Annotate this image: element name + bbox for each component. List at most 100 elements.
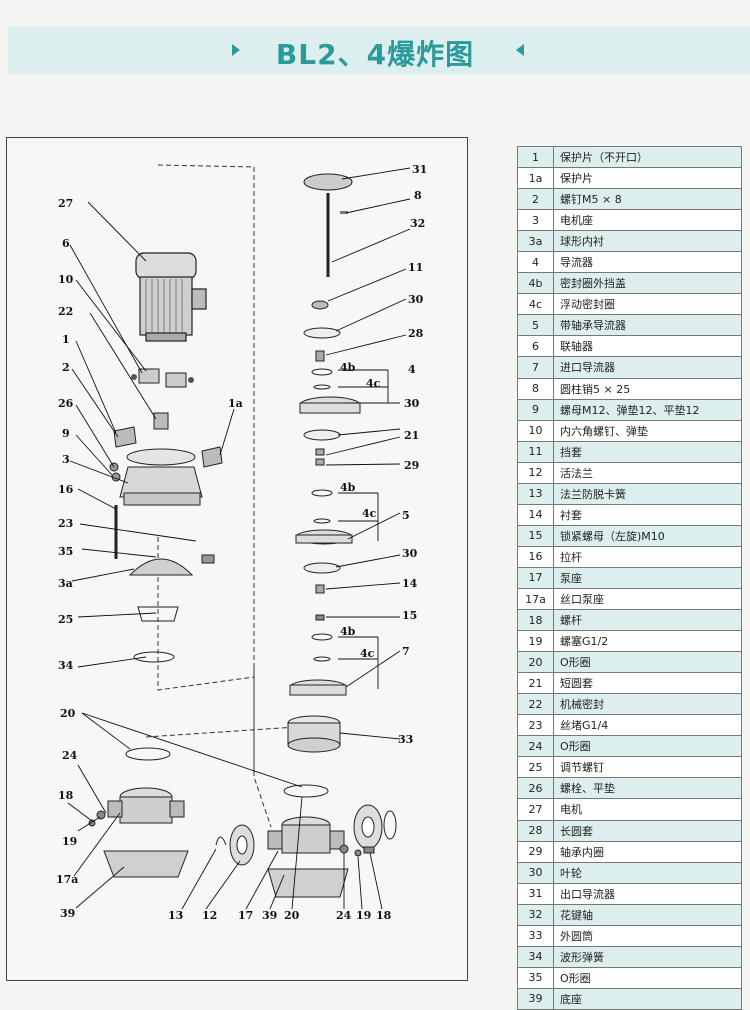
part-name: 电机	[553, 798, 742, 821]
part-number: 22	[517, 693, 554, 716]
part-number: 30	[517, 861, 554, 884]
callout-18-right: 18	[376, 909, 392, 922]
part-name: 保护片（不开口）	[553, 145, 742, 169]
part-name: 丝口泵座	[553, 587, 742, 611]
callout-24-left: 24	[62, 749, 78, 762]
part-name: 内六角螺钉、弹垫	[553, 419, 742, 442]
callout-26: 26	[58, 397, 74, 410]
motor-part	[135, 252, 207, 342]
callout-30-a: 30	[408, 293, 424, 306]
part-number: 1	[517, 145, 554, 169]
callout-20-left: 20	[60, 707, 76, 720]
part-number: 4	[517, 251, 554, 274]
part-name: 挡套	[553, 440, 742, 463]
part-name: 拉杆	[553, 545, 742, 568]
part-number: 24	[517, 735, 554, 758]
part-number: 11	[517, 440, 554, 463]
title-band	[8, 26, 750, 74]
part-number: 29	[517, 840, 554, 863]
part-number: 5	[517, 314, 554, 337]
callout-30-c: 30	[402, 547, 418, 560]
part-number: 17	[517, 566, 554, 589]
part-number: 32	[517, 903, 554, 926]
part-number: 33	[517, 924, 554, 947]
part-name: 机械密封	[553, 693, 742, 716]
part-number: 39	[517, 987, 554, 1010]
part-number: 6	[517, 335, 554, 358]
part-name: 螺栓、平垫	[553, 777, 742, 800]
part-name: 联轴器	[553, 335, 742, 358]
part-name: 螺塞G1/2	[553, 630, 742, 653]
part-number: 7	[517, 356, 554, 379]
part-name: 活法兰	[553, 461, 742, 484]
part-number: 2	[517, 188, 554, 211]
callout-5: 5	[402, 509, 410, 522]
part-name: 圆柱销5 × 25	[553, 377, 742, 400]
callout-20-right: 20	[284, 909, 300, 922]
part-number: 3	[517, 209, 554, 232]
part-name: 泵座	[553, 566, 742, 589]
callout-19-right: 19	[356, 909, 371, 922]
part-name: 浮动密封圈	[553, 293, 742, 316]
part-name: 外圆筒	[553, 924, 742, 947]
part-number: 19	[517, 630, 554, 653]
callout-24-right: 24	[336, 909, 352, 922]
part-number: 34	[517, 945, 554, 968]
part-name: 出口导流器	[553, 882, 742, 905]
part-number: 27	[517, 798, 554, 821]
callout-28: 28	[408, 327, 424, 340]
callout-4c-b: 4c	[362, 507, 377, 520]
part-number: 8	[517, 377, 554, 400]
callout-34: 34	[58, 659, 74, 672]
part-number: 16	[517, 545, 554, 568]
callout-16: 16	[58, 483, 74, 496]
callout-39-right: 39	[262, 909, 277, 922]
callout-7: 7	[402, 645, 410, 658]
part-number: 4b	[517, 272, 554, 295]
callout-17: 17	[238, 909, 253, 922]
callout-23: 23	[58, 517, 73, 530]
part-name: O形圈	[553, 966, 742, 989]
callout-2: 2	[62, 361, 70, 374]
part-name: 波形弹簧	[553, 945, 742, 968]
part-name: O形圈	[553, 735, 742, 758]
callout-4b-a: 4b	[340, 361, 356, 374]
part-name: 导流器	[553, 251, 742, 274]
part-number: 25	[517, 756, 554, 779]
callout-39-left: 39	[60, 907, 75, 920]
callout-33: 33	[398, 733, 413, 746]
part-number: 15	[517, 524, 554, 547]
callout-22: 22	[58, 305, 73, 318]
callout-30-b: 30	[404, 397, 420, 410]
part-number: 13	[517, 482, 554, 505]
callout-12: 12	[202, 909, 217, 922]
callout-29: 29	[404, 459, 419, 472]
part-number: 17a	[517, 587, 554, 611]
callout-25: 25	[58, 613, 73, 626]
part-number: 4c	[517, 293, 554, 316]
